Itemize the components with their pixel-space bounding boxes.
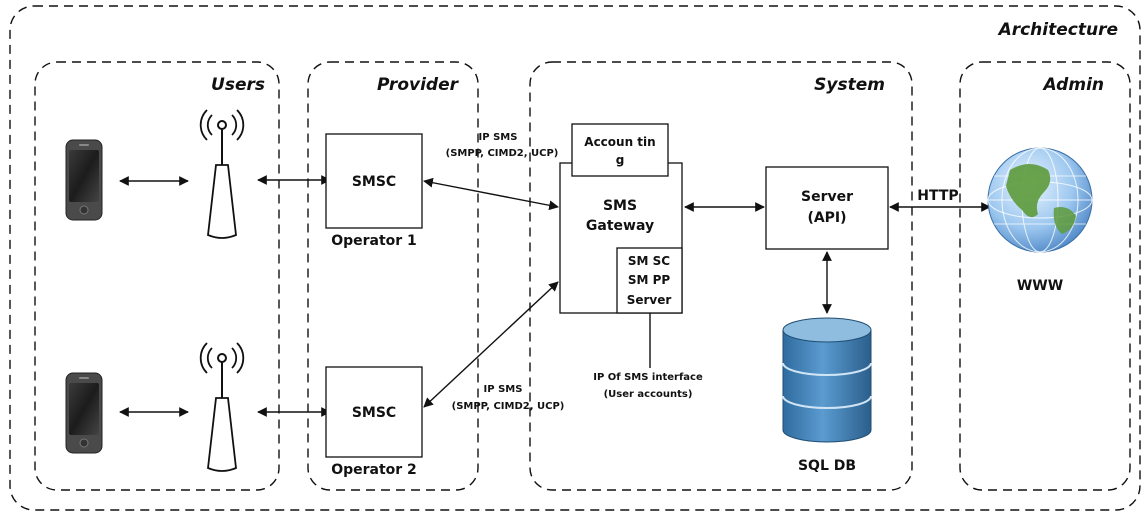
accounting-box bbox=[571, 123, 669, 177]
architecture-title: Architecture bbox=[997, 20, 1118, 40]
sms-gateway-label-line2: Gateway bbox=[586, 218, 654, 234]
operator-1-label: Operator 1 bbox=[331, 233, 417, 249]
server-api-box bbox=[765, 166, 889, 250]
http-label: HTTP bbox=[917, 188, 958, 204]
system-region bbox=[529, 61, 913, 491]
smsc1-gateway-link bbox=[423, 177, 559, 211]
smsc-operator-1-box bbox=[325, 133, 423, 229]
database-icon bbox=[782, 317, 872, 443]
admin-region bbox=[959, 61, 1131, 491]
server-label-line1: Server bbox=[801, 189, 853, 205]
smsc-operator-2-box bbox=[325, 366, 423, 458]
smsc-server-label-line3: Server bbox=[627, 293, 672, 307]
www-label: WWW bbox=[1017, 278, 1063, 294]
cell-tower-icon bbox=[199, 109, 245, 239]
ip-sms-top-label: IP SMS bbox=[479, 132, 518, 143]
system-title: System bbox=[814, 75, 885, 95]
ip-sms-top-protocols: (SMPP, CIMD2, UCP) bbox=[446, 148, 559, 159]
smsc-server-label-line2: SM PP bbox=[628, 273, 671, 287]
architecture-frame bbox=[9, 5, 1141, 511]
users-region bbox=[34, 61, 280, 491]
database-label: SQL DB bbox=[798, 458, 856, 474]
smartphone-icon bbox=[65, 372, 103, 454]
accounting-label-line2: g bbox=[616, 153, 625, 167]
ip-of-sms-interface-label: IP Of SMS interface bbox=[593, 372, 703, 383]
user-accounts-label: (User accounts) bbox=[604, 389, 693, 400]
smsc-server-label-line1: SM SC bbox=[628, 254, 670, 268]
globe-icon bbox=[987, 147, 1093, 253]
smartphone-icon bbox=[65, 139, 103, 221]
operator-2-label: Operator 2 bbox=[331, 462, 417, 478]
smsc-operator-2-label: SMSC bbox=[352, 405, 396, 421]
provider-region bbox=[307, 61, 479, 491]
sms-gateway-label-line1: SMS bbox=[603, 198, 637, 214]
provider-title: Provider bbox=[377, 75, 460, 95]
ip-sms-bottom-protocols: (SMPP, CIMD2, UCP) bbox=[452, 401, 565, 412]
accounting-label-line1: Accoun tin bbox=[584, 135, 655, 149]
users-title: Users bbox=[211, 75, 265, 95]
ip-sms-bottom-label: IP SMS bbox=[484, 384, 523, 395]
smsc-operator-1-label: SMSC bbox=[352, 174, 396, 190]
admin-title: Admin bbox=[1042, 75, 1104, 95]
cell-tower-icon bbox=[199, 342, 245, 472]
smsc2-gateway-link bbox=[423, 281, 559, 408]
server-label-line2: (API) bbox=[807, 210, 846, 226]
